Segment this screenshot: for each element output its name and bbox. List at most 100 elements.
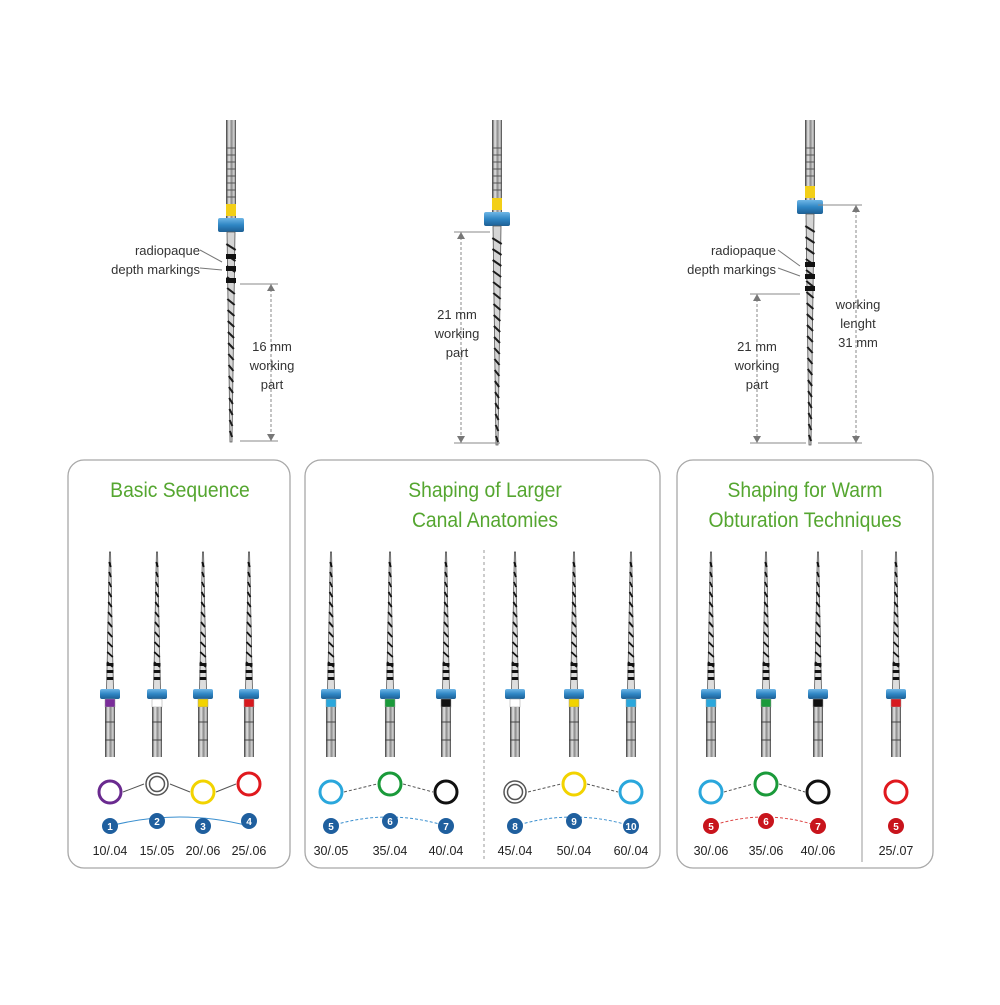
color-band — [151, 698, 163, 708]
step-badge — [758, 813, 774, 829]
step-number: 2 — [154, 817, 160, 828]
file-30--06 — [701, 551, 721, 757]
stopper — [505, 689, 525, 699]
step-number: 5 — [328, 822, 334, 833]
middle-shaft — [492, 225, 502, 446]
pointer-line — [777, 249, 801, 267]
depth-marking — [805, 274, 815, 279]
file-60--04 — [621, 551, 641, 757]
stopper — [193, 689, 213, 699]
stopper — [100, 689, 120, 699]
file-size-label: 40/.04 — [428, 844, 464, 858]
depth-marking — [805, 262, 815, 267]
handle — [706, 707, 716, 757]
step-number: 6 — [763, 817, 769, 828]
left-shank — [226, 120, 236, 228]
file-size-label: 40/.06 — [800, 844, 836, 858]
file-size-label: 35/.04 — [372, 844, 408, 858]
file-25--06 — [239, 551, 259, 757]
ring-connector — [343, 783, 378, 793]
right-dimension-left: 21 mm working part — [734, 339, 780, 392]
color-band — [625, 698, 637, 708]
left-yellow-band — [226, 204, 236, 216]
file-15--05 — [147, 551, 167, 757]
file-size-label: 35/.06 — [748, 844, 784, 858]
handle — [510, 707, 520, 757]
left-annotation: radiopaque depth markings — [111, 243, 200, 277]
color-band — [812, 698, 824, 708]
middle-dimension-arrow — [454, 231, 500, 444]
file-35--06 — [756, 551, 776, 757]
middle-yellow-band — [492, 198, 502, 210]
ring-connector — [778, 783, 806, 793]
file-40--06 — [808, 551, 828, 757]
color-band — [509, 698, 521, 708]
file-size-label: 45/.04 — [497, 844, 533, 858]
file-size-label: 15/.05 — [139, 844, 175, 858]
step-number: 5 — [893, 822, 899, 833]
file-size-label: 10/.04 — [92, 844, 128, 858]
ring-connector — [586, 783, 619, 793]
color-ring — [236, 771, 262, 797]
left-stopper — [218, 218, 244, 232]
color-band — [384, 698, 396, 708]
step-number: 7 — [815, 822, 821, 833]
pointer-line — [199, 267, 223, 271]
stopper — [321, 689, 341, 699]
step-badge — [623, 818, 639, 834]
panel-frame-2 — [304, 459, 661, 869]
file-40--04 — [436, 551, 456, 757]
ring-connector — [169, 783, 191, 793]
ring-connector — [402, 783, 434, 793]
stopper — [701, 689, 721, 699]
right-shank — [805, 120, 815, 210]
step-connector — [514, 816, 632, 827]
ring-connector — [215, 783, 237, 793]
handle — [326, 707, 336, 757]
color-ring — [561, 771, 587, 797]
color-band — [760, 698, 772, 708]
color-ring — [753, 771, 779, 797]
color-band — [197, 698, 209, 708]
pointer-line — [777, 267, 801, 277]
color-band — [325, 698, 337, 708]
handle — [569, 707, 579, 757]
step-badge — [241, 813, 257, 829]
stopper — [380, 689, 400, 699]
color-band — [890, 698, 902, 708]
file-10--04 — [100, 551, 120, 757]
step-connector — [330, 816, 447, 827]
handle — [152, 707, 162, 757]
stopper — [808, 689, 828, 699]
color-band — [243, 698, 255, 708]
left-dimension: 16 mm working part — [249, 339, 295, 392]
color-ring — [883, 779, 909, 805]
step-badge — [507, 818, 523, 834]
step-connector — [710, 816, 819, 827]
middle-instrument — [484, 120, 510, 446]
file-25--07 — [886, 551, 906, 757]
stopper — [239, 689, 259, 699]
stopper — [147, 689, 167, 699]
stopper — [886, 689, 906, 699]
step-number: 8 — [512, 822, 518, 833]
step-number: 10 — [625, 822, 637, 833]
right-dimension-arrow-left — [750, 293, 806, 444]
pointer-line — [199, 249, 223, 263]
right-dimension-right: working lenght 31 mm — [835, 297, 881, 350]
step-badge — [195, 818, 211, 834]
depth-marking — [805, 286, 815, 291]
file-size-label: 50/.04 — [556, 844, 592, 858]
right-instrument — [797, 120, 823, 446]
step-badge — [323, 818, 339, 834]
handle — [761, 707, 771, 757]
handle — [385, 707, 395, 757]
right-stopper — [797, 200, 823, 214]
panel-frame-3 — [676, 459, 934, 869]
handle — [813, 707, 823, 757]
color-band — [440, 698, 452, 708]
color-ring — [433, 779, 459, 805]
depth-marking — [226, 254, 236, 259]
